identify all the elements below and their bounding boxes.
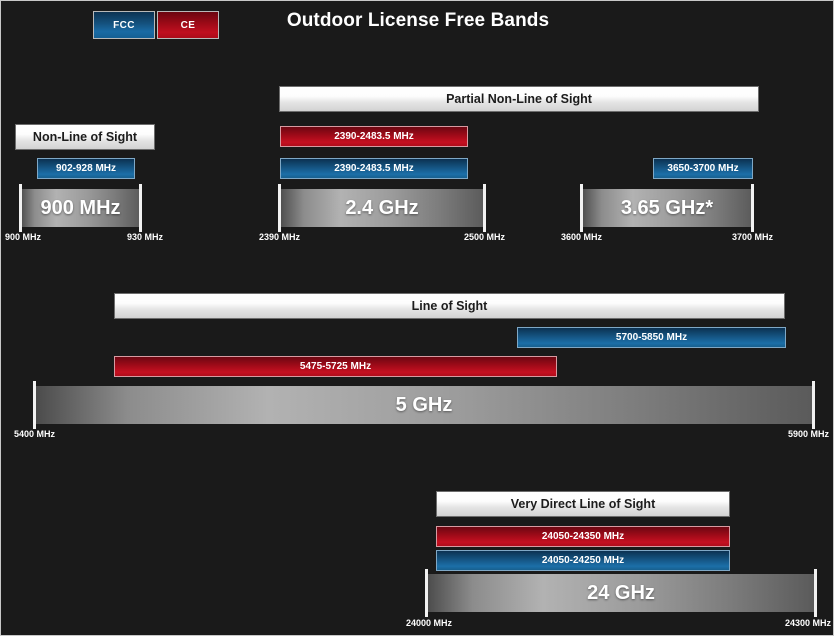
spectrum-label-365ghz: 3.65 GHz*: [620, 196, 714, 219]
spectrum-bar-24ghz: 2.4 GHz: [278, 184, 486, 232]
band-label: 902-928 MHz: [55, 163, 117, 174]
spectrum-cap-right: [139, 184, 142, 232]
band-ce-2390-2483[interactable]: 2390-2483.5 MHz: [280, 126, 468, 147]
band-label: 3650-3700 MHz: [667, 163, 739, 174]
spectrum-cap-right: [814, 569, 817, 617]
spectrum-label-24ghz: 2.4 GHz: [345, 196, 419, 219]
band-ce-5475-5725[interactable]: 5475-5725 MHz: [114, 356, 557, 377]
page-title: Outdoor License Free Bands: [286, 10, 550, 31]
band-label: 2390-2483.5 MHz: [334, 131, 414, 142]
band-label: 24050-24250 MHz: [541, 555, 625, 566]
axis-max-5ghz: 5900 MHz: [787, 429, 829, 439]
axis-min-365ghz: 3600 MHz: [561, 232, 603, 242]
spectrum-label-900mhz: 900 MHz: [40, 196, 121, 219]
axis-min-24ghz-band: 24000 MHz: [406, 618, 453, 628]
axis-max-24ghz: 2500 MHz: [463, 232, 505, 242]
band-fcc-5700-5850[interactable]: 5700-5850 MHz: [517, 327, 786, 348]
axis-max-365ghz: 3700 MHz: [731, 232, 773, 242]
spectrum-cap-left: [425, 569, 428, 617]
group-header-24ghz: Partial Non-Line of Sight: [279, 86, 759, 112]
spectrum-label-24ghz-band: 24 GHz: [587, 581, 655, 604]
band-fcc-3650-3700[interactable]: 3650-3700 MHz: [653, 158, 753, 179]
spectrum-bar-5ghz: 5 GHz: [33, 381, 815, 429]
spectrum-bar-24ghz-band: 24 GHz: [425, 569, 817, 617]
band-fcc-902-928[interactable]: 902-928 MHz: [37, 158, 135, 179]
legend-button-ce[interactable]: CE: [157, 11, 219, 39]
legend-label-fcc: FCC: [113, 19, 135, 31]
band-fcc-24050-24250[interactable]: 24050-24250 MHz: [436, 550, 730, 571]
group-header-24ghz-band: Very Direct Line of Sight: [436, 491, 730, 517]
axis-min-5ghz: 5400 MHz: [14, 429, 56, 439]
band-fcc-2390-2483[interactable]: 2390-2483.5 MHz: [280, 158, 468, 179]
spectrum-label-5ghz: 5 GHz: [395, 393, 453, 416]
band-label: 2390-2483.5 MHz: [334, 163, 414, 174]
legend-button-fcc[interactable]: FCC: [93, 11, 155, 39]
band-label: 5475-5725 MHz: [299, 361, 372, 372]
band-label: 5700-5850 MHz: [615, 332, 688, 343]
spectrum-cap-right: [812, 381, 815, 429]
spectrum-cap-left: [580, 184, 583, 232]
group-header-900mhz: Non-Line of Sight: [15, 124, 155, 150]
spectrum-cap-left: [278, 184, 281, 232]
group-header-5ghz: Line of Sight: [114, 293, 785, 319]
axis-min-24ghz: 2390 MHz: [259, 232, 301, 242]
spectrum-cap-right: [483, 184, 486, 232]
axis-max-900mhz: 930 MHz: [126, 232, 163, 242]
axis-max-24ghz-band: 24300 MHz: [784, 618, 831, 628]
spectrum-bar-900mhz: 900 MHz: [19, 184, 142, 232]
legend-label-ce: CE: [180, 19, 196, 31]
band-label: 24050-24350 MHz: [541, 531, 625, 542]
spectrum-cap-right: [751, 184, 754, 232]
spectrum-bar-365ghz: 3.65 GHz*: [580, 184, 754, 232]
band-ce-24050-24350[interactable]: 24050-24350 MHz: [436, 526, 730, 547]
axis-min-900mhz: 900 MHz: [5, 232, 42, 242]
spectrum-cap-left: [19, 184, 22, 232]
spectrum-cap-left: [33, 381, 36, 429]
